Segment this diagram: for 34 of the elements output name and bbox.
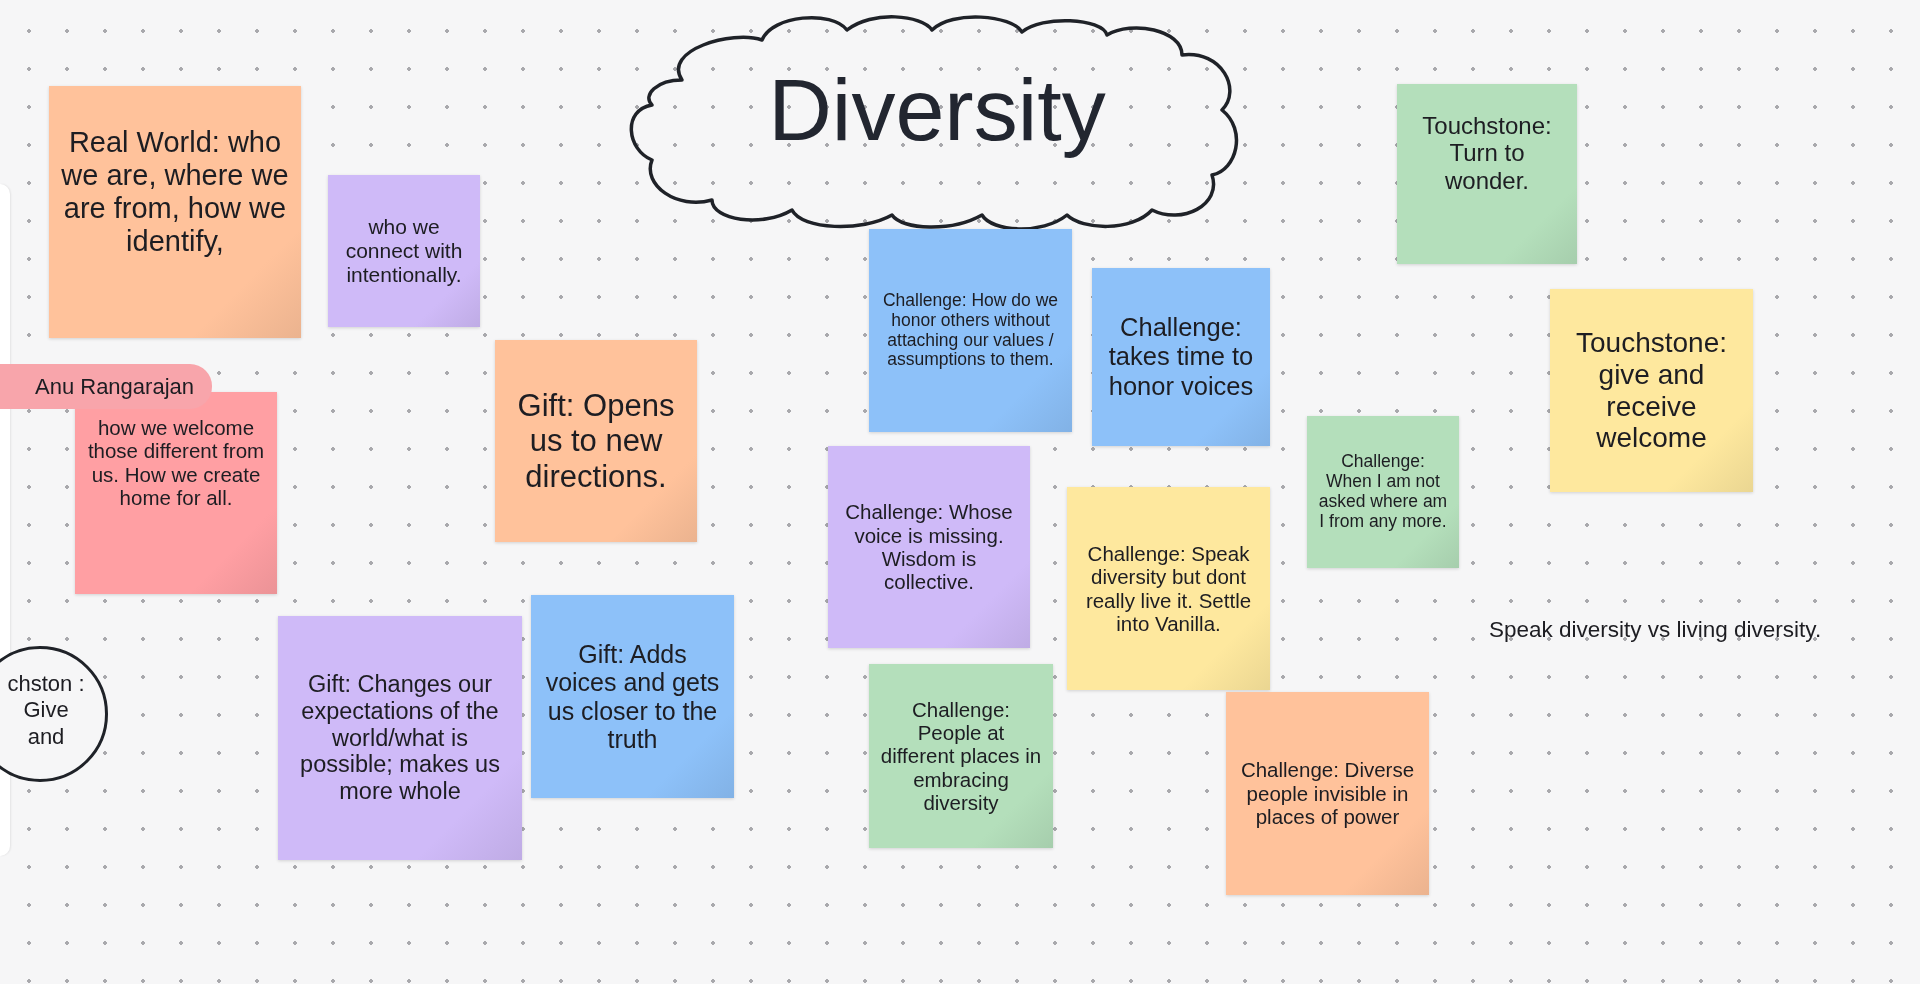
sticky-note bbox=[1397, 84, 1577, 264]
sticky-note bbox=[328, 175, 480, 327]
name-tag bbox=[0, 364, 212, 409]
sticky-note bbox=[1550, 289, 1753, 492]
sticky-note bbox=[828, 446, 1030, 648]
note-text: Challenge: Whose voice is missing. Wisdom is collective. bbox=[844, 500, 1014, 594]
sticky-note bbox=[278, 616, 522, 860]
note-text: Challenge: Speak diversity but dont really live it. Settle into Vanilla. bbox=[1084, 541, 1253, 636]
note-text: Challenge: takes time to honor voices bbox=[1107, 313, 1255, 401]
name-text: Anu Rangarajan bbox=[35, 373, 194, 400]
title-text: Diversity bbox=[768, 59, 1106, 161]
circle-text: chston : Give and bbox=[6, 671, 86, 751]
note-text: Gift: Opens us to new directions. bbox=[516, 388, 676, 494]
sticky-note bbox=[1226, 692, 1429, 895]
sticky-note bbox=[869, 229, 1072, 432]
sticky-note bbox=[869, 664, 1053, 848]
note-text: Real World: who we are, where we are from, how we identify, bbox=[60, 126, 290, 259]
note-text: Gift: Changes our expectations of the world/what is possible; makes us more whole bbox=[299, 671, 501, 805]
sticky-note bbox=[1307, 416, 1459, 568]
note-text: Gift: Adds voices and gets us closer to the truth bbox=[544, 639, 721, 754]
note-text: who we connect with intentionally. bbox=[344, 215, 464, 287]
sticky-note bbox=[1092, 268, 1270, 446]
note-text: Touchstone: give and receive welcome bbox=[1575, 326, 1728, 455]
sticky-note bbox=[531, 595, 734, 798]
note-text: Challenge: How do we honor others without attaching our values / assumptions to them. bbox=[881, 290, 1060, 371]
sticky-note bbox=[495, 340, 697, 542]
sticky-note bbox=[49, 86, 301, 338]
note-text: Challenge: People at different places in embracing diversity bbox=[879, 697, 1043, 815]
note-text: how we welcome those different from us. How we create home for all. bbox=[86, 416, 266, 510]
note-text: Challenge: When I am not asked where am I from any more. bbox=[1317, 452, 1449, 532]
sticky-note bbox=[1067, 487, 1270, 690]
note-text: Speak diversity vs living diversity. bbox=[1489, 617, 1822, 643]
note-text: Challenge: Diverse people invisible in places of power bbox=[1239, 758, 1416, 829]
note-text: Touchstone: Turn to wonder. bbox=[1421, 112, 1553, 195]
